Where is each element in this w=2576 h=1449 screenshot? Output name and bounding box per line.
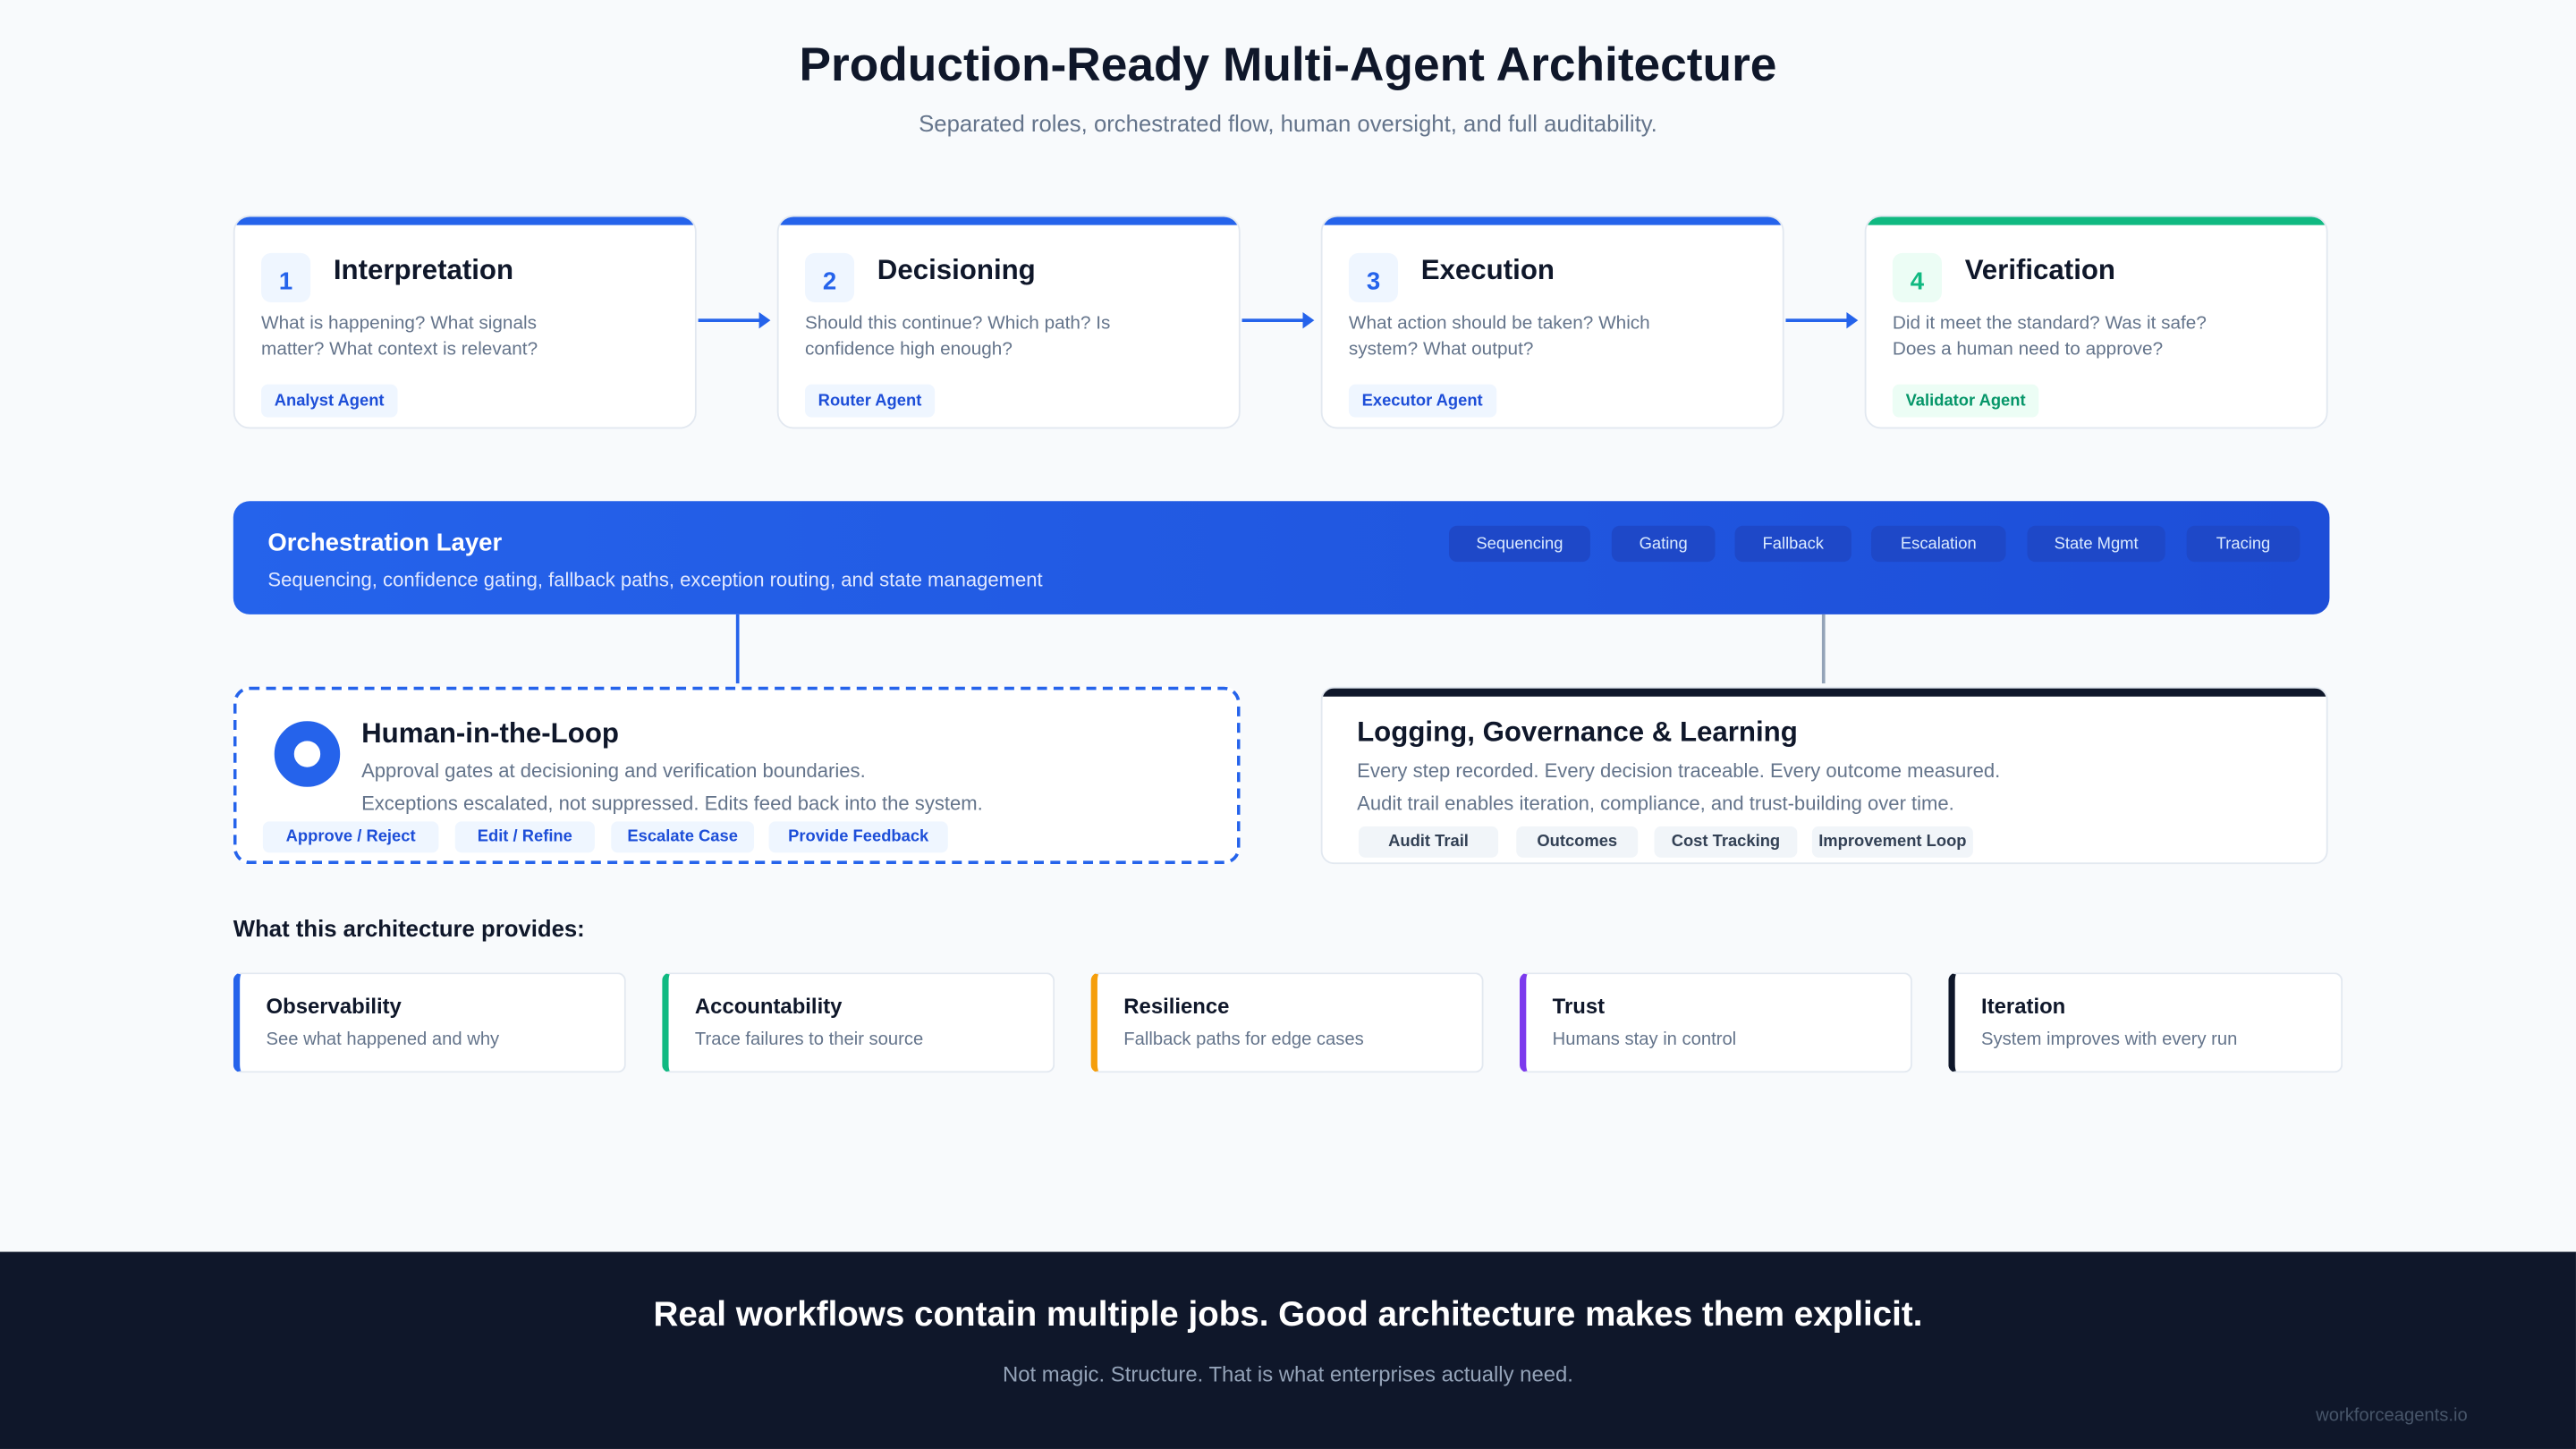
logging-tag: Improvement Loop (1811, 826, 1973, 858)
orchestration-pill: Gating (1611, 525, 1716, 563)
page-title: Production-Ready Multi-Agent Architectur… (799, 39, 1777, 92)
connector-to-logging (1821, 614, 1826, 684)
stage-card-interpretation: 1 Interpretation What is happening? What… (233, 215, 697, 429)
provides-heading: What this architecture provides: (233, 915, 585, 942)
stage-description: What is happening? What signals matter? … (261, 313, 538, 360)
benefit-description: Humans stay in control (1552, 1030, 1737, 1050)
logging-tag: Audit Trail (1358, 826, 1499, 858)
logging-tag: Outcomes (1516, 826, 1639, 858)
benefit-description: See what happened and why (266, 1030, 500, 1050)
step-number-badge: 4 (1892, 252, 1942, 302)
logging-governance-panel: Logging, Governance & Learning Every ste… (1320, 686, 2328, 865)
panel-accent-bar (1322, 688, 2326, 697)
orchestration-pill: Tracing (2186, 525, 2301, 563)
stage-description: What action should be taken? Which syste… (1348, 313, 1650, 360)
benefit-description: System improves with every run (1981, 1030, 2238, 1050)
stage-card-execution: 3 Execution What action should be taken?… (1320, 215, 1784, 429)
connector-to-hitl (735, 614, 740, 684)
orchestration-pill: State Mgmt (2027, 525, 2165, 563)
agent-tag: Router Agent (804, 384, 936, 418)
orchestration-title: Orchestration Layer (267, 529, 503, 557)
agent-tag: Analyst Agent (261, 384, 398, 418)
stage-title: Execution (1420, 254, 1555, 286)
card-accent-bar (1322, 216, 1783, 225)
logging-line-1: Every step recorded. Every decision trac… (1357, 758, 2001, 783)
orchestration-layer: Orchestration Layer Sequencing, confiden… (233, 501, 2330, 614)
footer: Real workflows contain multiple jobs. Go… (0, 1251, 2576, 1449)
orchestration-description: Sequencing, confidence gating, fallback … (267, 568, 1043, 592)
stage-description: Should this continue? Which path? Is con… (804, 313, 1111, 360)
logging-line-2: Audit trail enables iteration, complianc… (1357, 792, 1954, 816)
agent-tag: Executor Agent (1348, 384, 1496, 418)
orchestration-pill: Escalation (1871, 525, 2006, 563)
footer-headline: Real workflows contain multiple jobs. Go… (653, 1296, 1923, 1335)
stage-description: Did it meet the standard? Was it safe? D… (1892, 313, 2207, 360)
step-number-badge: 2 (804, 252, 855, 302)
stage-card-verification: 4 Verification Did it meet the standard?… (1864, 215, 2328, 429)
orchestration-pill: Sequencing (1448, 525, 1590, 563)
benefit-title: Observability (266, 994, 402, 1019)
stage-title: Decisioning (877, 254, 1036, 286)
benefit-description: Trace failures to their source (694, 1030, 924, 1050)
card-accent-bar (1866, 216, 2326, 225)
hitl-title: Human-in-the-Loop (361, 717, 619, 750)
benefit-title: Iteration (1981, 994, 2066, 1019)
human-in-the-loop-panel: Human-in-the-Loop Approval gates at deci… (233, 686, 1241, 865)
stage-title: Verification (1964, 254, 2116, 286)
card-accent-bar (778, 216, 1239, 225)
benefit-title: Resilience (1123, 994, 1230, 1019)
page-subtitle: Separated roles, orchestrated flow, huma… (919, 110, 1657, 137)
hitl-action-edit-refine: Edit / Refine (454, 821, 595, 853)
card-accent-bar (234, 216, 695, 225)
brand-link[interactable]: workforceagents.io (2316, 1406, 2468, 1427)
hitl-line-1: Approval gates at decisioning and verifi… (361, 758, 866, 783)
benefit-description: Fallback paths for edge cases (1123, 1030, 1364, 1050)
benefit-title: Accountability (694, 994, 843, 1019)
logging-title: Logging, Governance & Learning (1357, 716, 1798, 748)
hitl-action-approve-reject: Approve / Reject (262, 821, 439, 853)
orchestration-pill: Fallback (1734, 525, 1852, 563)
step-number-badge: 3 (1348, 252, 1399, 302)
footer-subtext: Not magic. Structure. That is what enter… (1003, 1361, 1573, 1387)
hitl-line-2: Exceptions escalated, not suppressed. Ed… (361, 792, 983, 816)
logging-tag: Cost Tracking (1654, 826, 1798, 858)
hitl-action-escalate: Escalate Case (611, 821, 755, 853)
flow-arrow (698, 311, 771, 329)
flow-arrow (1785, 311, 1859, 329)
hitl-action-feedback: Provide Feedback (768, 821, 948, 853)
stage-card-decisioning: 2 Decisioning Should this continue? Whic… (776, 215, 1241, 429)
flow-arrow (1241, 311, 1315, 329)
agent-tag: Validator Agent (1892, 384, 2039, 418)
step-number-badge: 1 (261, 252, 311, 302)
stage-title: Interpretation (333, 254, 514, 286)
benefit-title: Trust (1552, 994, 1606, 1019)
human-oversight-icon (274, 721, 341, 787)
